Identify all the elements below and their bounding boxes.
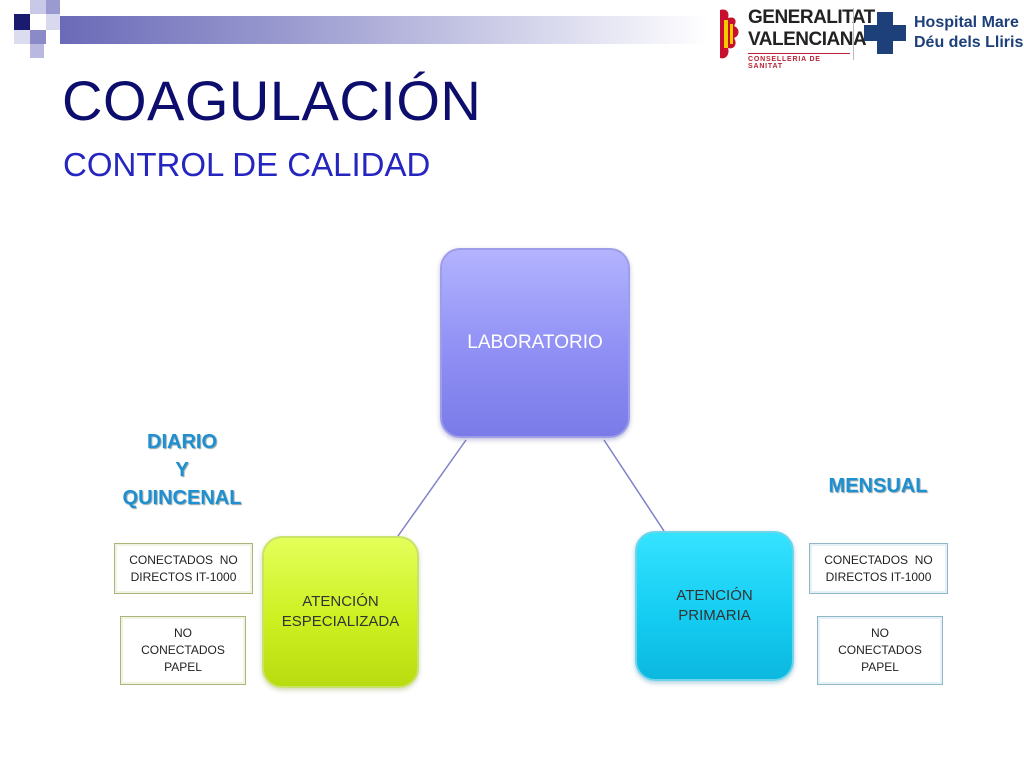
node-atencion-primaria: ATENCIÓN PRIMARIA xyxy=(635,531,794,681)
hospital-cross-icon xyxy=(864,12,906,54)
tag-left-no-conectados: NO CONECTADOS PAPEL xyxy=(120,616,246,685)
tag-right-conectados-text: CONECTADOS NO DIRECTOS IT-1000 xyxy=(824,552,937,584)
tag-right-no-conectados-text: NO CONECTADOS PAPEL xyxy=(838,626,922,674)
tag-left-conectados-text: CONECTADOS NO DIRECTOS IT-1000 xyxy=(129,552,242,584)
node-atencion-especializada: ATENCIÓN ESPECIALIZADA xyxy=(262,536,419,688)
node-laboratorio: LABORATORIO xyxy=(440,248,630,438)
frequency-left: DIARIO Y QUINCENAL xyxy=(112,428,252,512)
connector-right xyxy=(603,439,665,532)
generalitat-crest-icon xyxy=(720,9,739,59)
slide-subtitle: CONTROL DE CALIDAD xyxy=(63,146,431,183)
generalitat-rule xyxy=(748,53,850,54)
hospital-name-line2: Déu dels Lliris xyxy=(914,34,1024,51)
generalitat-name-line1: GENERALITAT xyxy=(748,7,875,28)
hospital-name-line1: Hospital Mare de xyxy=(914,14,1024,31)
slide-title: COAGULACIÓN xyxy=(62,69,482,132)
frequency-right: MENSUAL xyxy=(816,472,940,500)
frequency-left-line3: QUINCENAL xyxy=(122,487,242,509)
node-atencion-primaria-label: ATENCIÓN PRIMARIA xyxy=(676,587,753,624)
tag-right-no-conectados: NO CONECTADOS PAPEL xyxy=(817,616,943,685)
tag-left-conectados: CONECTADOS NO DIRECTOS IT-1000 xyxy=(114,543,253,594)
connector-left xyxy=(397,439,467,537)
logo-separator xyxy=(853,8,854,60)
node-atencion-especializada-label: ATENCIÓN ESPECIALIZADA xyxy=(281,593,400,630)
node-laboratorio-label: LABORATORIO xyxy=(467,332,603,353)
tag-right-conectados: CONECTADOS NO DIRECTOS IT-1000 xyxy=(809,543,948,594)
generalitat-name-line2: VALENCIANA xyxy=(748,29,867,50)
tag-left-no-conectados-text: NO CONECTADOS PAPEL xyxy=(141,626,225,674)
generalitat-department: CONSELLERIA DE SANITAT xyxy=(748,56,821,70)
frequency-left-line2: Y xyxy=(175,459,189,481)
hospital-logo: Hospital Mare de Déu dels Lliris xyxy=(862,10,1024,60)
decorative-header-bar xyxy=(60,16,710,44)
frequency-right-line1: MENSUAL xyxy=(828,475,928,497)
generalitat-logo: GENERALITAT VALENCIANA CONSELLERIA DE SA… xyxy=(716,4,875,70)
frequency-left-line1: DIARIO xyxy=(147,431,217,453)
